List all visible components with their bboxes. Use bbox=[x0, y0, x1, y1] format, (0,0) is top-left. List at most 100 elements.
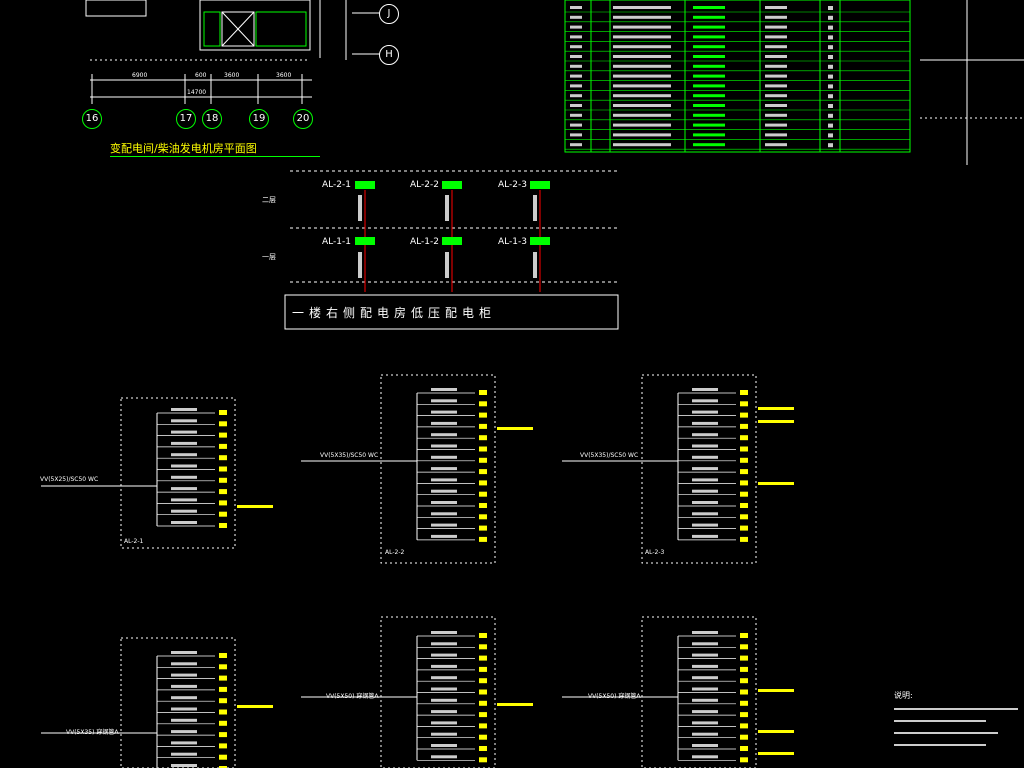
circuit-note bbox=[237, 505, 273, 508]
breaker-label bbox=[692, 710, 718, 714]
table-row-qty bbox=[828, 74, 833, 79]
breaker-label bbox=[171, 475, 197, 479]
circuit-load-label bbox=[219, 743, 227, 749]
breaker-label bbox=[431, 489, 457, 493]
table-row-number bbox=[570, 84, 582, 88]
circuit-load-label bbox=[740, 435, 748, 441]
breaker-label bbox=[692, 732, 718, 736]
circuit-load-label bbox=[479, 666, 487, 672]
breaker-label bbox=[171, 684, 197, 688]
breaker-label bbox=[171, 730, 197, 734]
distribution-diagrams bbox=[41, 374, 794, 768]
circuit-load-label bbox=[479, 457, 487, 463]
table-row-model bbox=[693, 45, 725, 49]
table-row-model bbox=[693, 55, 725, 58]
breaker-label bbox=[171, 696, 197, 700]
breaker-label bbox=[431, 732, 457, 736]
table-row-name bbox=[613, 6, 671, 9]
breaker-label bbox=[431, 721, 457, 725]
table-row-number bbox=[570, 74, 582, 78]
breaker-label bbox=[171, 662, 197, 666]
axis-16: 16 bbox=[82, 109, 102, 129]
table-row-qty bbox=[828, 123, 833, 128]
table-row-spec bbox=[765, 84, 787, 88]
breaker-label bbox=[692, 478, 718, 482]
feed-label-5: VV(5X50) 穿钢管A bbox=[326, 693, 379, 700]
breaker-label bbox=[431, 631, 457, 634]
breaker-label bbox=[431, 534, 457, 538]
circuit-load-label bbox=[740, 525, 748, 531]
breaker-label bbox=[171, 509, 197, 513]
circuit-load-label bbox=[219, 443, 227, 449]
table-row-spec bbox=[765, 35, 787, 39]
breaker-label bbox=[692, 489, 718, 493]
dist-box-outline bbox=[120, 637, 236, 768]
circuit-load-label bbox=[479, 757, 487, 763]
circuit-load-label bbox=[740, 633, 748, 638]
table-row-name bbox=[613, 133, 671, 137]
breaker-label bbox=[692, 467, 718, 471]
table-row-number bbox=[570, 104, 582, 107]
breaker-label bbox=[171, 521, 197, 524]
circuit-load-label bbox=[740, 678, 748, 684]
circuit-load-label bbox=[479, 734, 487, 740]
circuit-load-label bbox=[219, 653, 227, 658]
riser-cable-label-bottom bbox=[358, 252, 362, 278]
breaker-label bbox=[171, 419, 197, 423]
circuit-load-label bbox=[479, 412, 487, 418]
circuit-note bbox=[758, 689, 794, 692]
riser-panel-top bbox=[530, 181, 550, 189]
circuit-load-label bbox=[479, 689, 487, 695]
table-row-name bbox=[613, 74, 671, 78]
dim-600: 600 bbox=[195, 72, 207, 79]
circuit-load-label bbox=[479, 469, 487, 475]
table-row-model bbox=[693, 94, 725, 98]
table-row-qty bbox=[828, 35, 833, 40]
circuit-load-label bbox=[740, 469, 748, 475]
table-row-number bbox=[570, 45, 582, 49]
riser-cable-label-bottom bbox=[533, 252, 537, 278]
source-box-label: 一楼右侧配电房低压配电柜 bbox=[292, 306, 497, 320]
table-row-spec bbox=[765, 113, 787, 117]
equipment-table-rows bbox=[565, 6, 910, 150]
breaker-label bbox=[692, 676, 718, 680]
table-row-name bbox=[613, 113, 671, 117]
feed-label-2: VV(5X35)/SC50 WC bbox=[320, 452, 379, 459]
table-row-qty bbox=[828, 143, 833, 148]
riser-panel-bottom bbox=[442, 237, 462, 245]
circuit-load-label bbox=[740, 457, 748, 463]
breaker-label bbox=[692, 399, 718, 403]
breaker-label bbox=[171, 718, 197, 722]
circuit-note bbox=[758, 752, 794, 755]
table-row-qty bbox=[828, 6, 833, 10]
axis-H: H bbox=[379, 45, 399, 65]
circuit-load-label bbox=[740, 390, 748, 395]
table-row-model bbox=[693, 133, 725, 137]
circuit-load-label bbox=[740, 655, 748, 661]
table-row-name bbox=[613, 55, 671, 58]
circuit-load-label bbox=[740, 536, 748, 542]
circuit-load-label bbox=[740, 491, 748, 497]
riser-panel-top bbox=[442, 181, 462, 189]
riser-panel-bottom bbox=[530, 237, 550, 245]
riser-panel-AL-2-2: AL-2-2 bbox=[410, 180, 439, 190]
floor-plan bbox=[85, 0, 380, 104]
frame-lines bbox=[920, 0, 1024, 165]
dim-14700: 14700 bbox=[187, 89, 207, 96]
breaker-label bbox=[692, 664, 718, 668]
circuit-load-label bbox=[740, 689, 748, 695]
table-row-number bbox=[570, 113, 582, 117]
circuit-load-label bbox=[740, 423, 748, 429]
table-row-model bbox=[693, 123, 725, 127]
table-row-qty bbox=[828, 25, 833, 30]
table-row-qty bbox=[828, 133, 833, 138]
axis-19: 19 bbox=[249, 109, 269, 129]
riser-cable-label-top bbox=[533, 195, 537, 221]
circuit-load-label bbox=[219, 675, 227, 681]
dist-box-outline bbox=[120, 397, 236, 549]
breaker-label bbox=[692, 444, 718, 448]
table-row-number bbox=[570, 55, 582, 58]
circuit-load-label bbox=[219, 664, 227, 670]
riser-panel-AL-2-3: AL-2-3 bbox=[498, 180, 527, 190]
